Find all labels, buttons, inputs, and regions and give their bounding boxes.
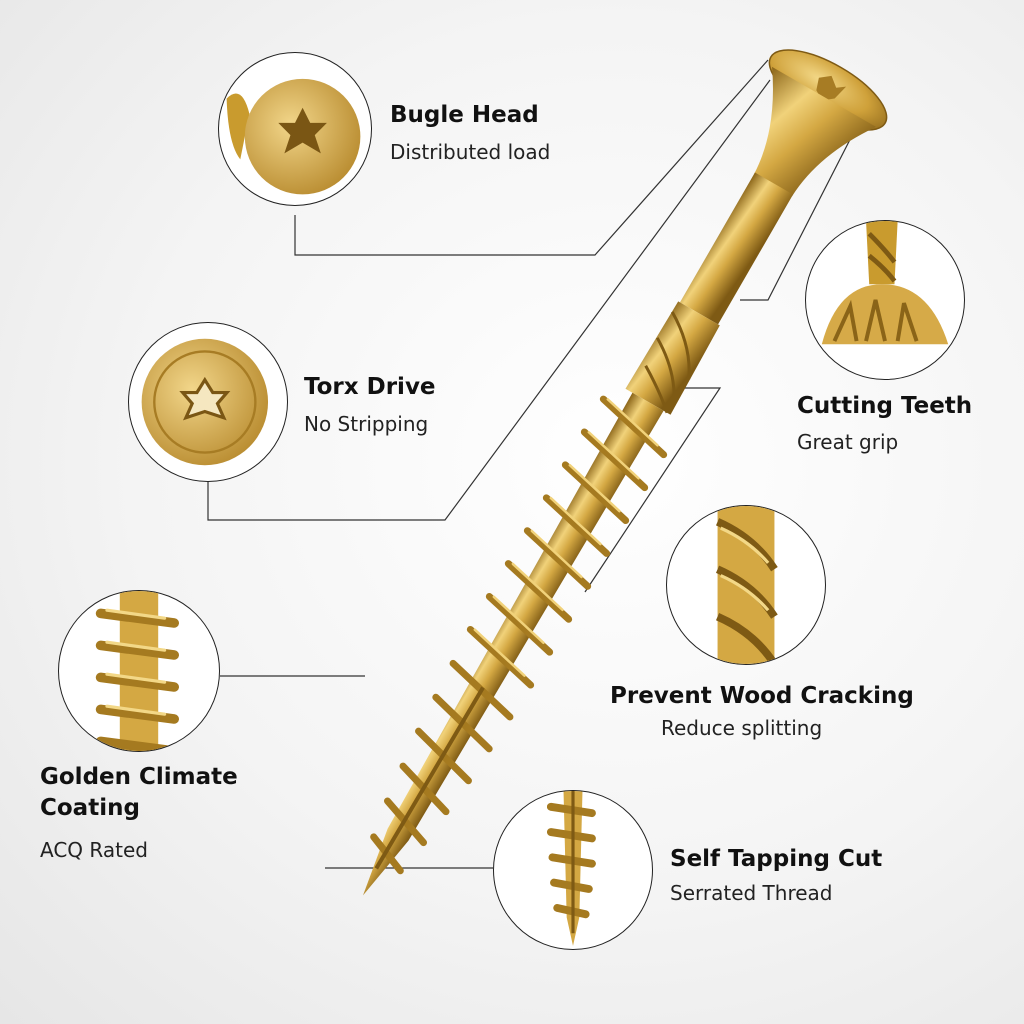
golden-coating-detail-circle (58, 590, 220, 752)
feature-subtitle-bugle-head: Distributed load (390, 140, 551, 164)
feature-title-self-tapping-cut: Self Tapping Cut (670, 846, 883, 872)
feature-title-bugle-head: Bugle Head (390, 102, 539, 128)
prevent-cracking-detail-circle (666, 505, 826, 665)
feature-subtitle-golden-climate-coating: ACQ Rated (40, 838, 148, 862)
bugle-head-detail-circle (218, 52, 372, 206)
cutting-teeth-detail-circle (805, 220, 965, 380)
feature-title-line2: Coating (40, 795, 140, 822)
feature-subtitle-prevent-wood-cracking: Reduce splitting (661, 716, 823, 740)
feature-title-prevent-wood-cracking: Prevent Wood Cracking (610, 683, 914, 709)
feature-title-line1: Golden Climate (40, 764, 238, 790)
feature-subtitle-torx-drive: No Stripping (304, 412, 429, 436)
feature-title-golden-climate-coating: Golden Climate Coating (40, 762, 238, 824)
feature-subtitle-cutting-teeth: Great grip (797, 430, 899, 454)
feature-subtitle-self-tapping-cut: Serrated Thread (670, 881, 833, 905)
self-tapping-detail-circle (493, 790, 653, 950)
torx-drive-detail-circle (128, 322, 288, 482)
feature-title-torx-drive: Torx Drive (304, 374, 436, 400)
feature-title-cutting-teeth: Cutting Teeth (797, 393, 973, 419)
